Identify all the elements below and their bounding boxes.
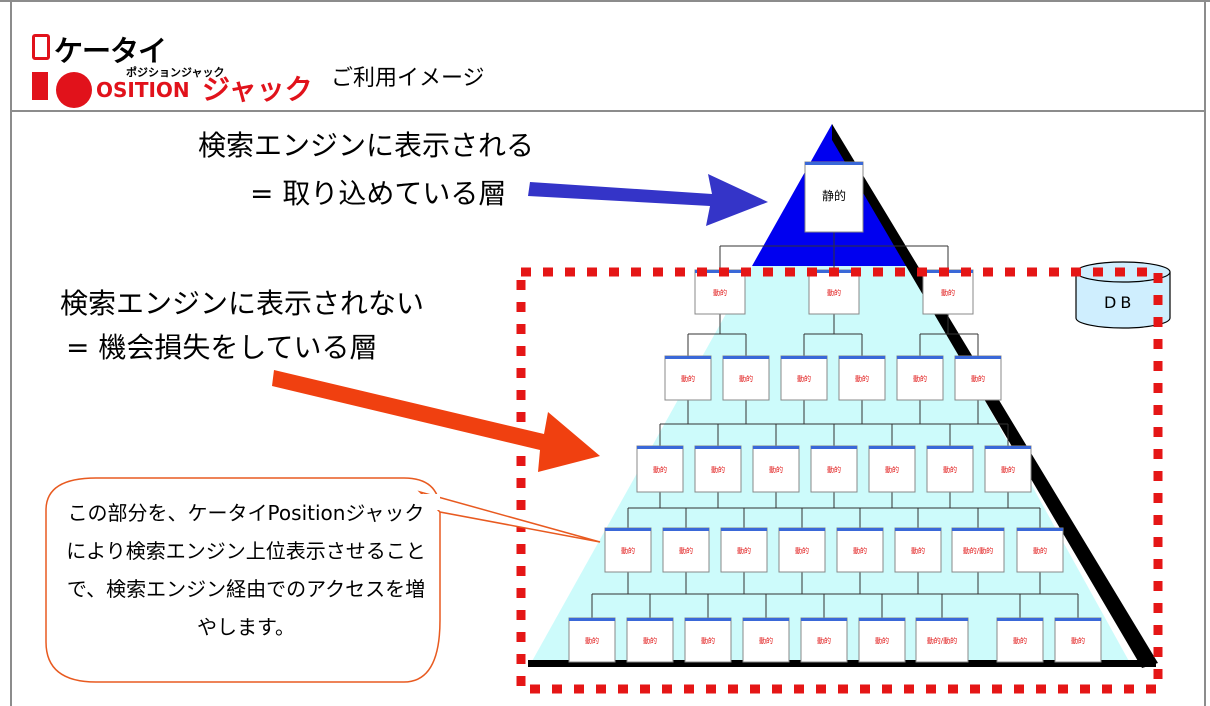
brand-name-line2: OSITION [96, 78, 190, 102]
not-indexed-layer-label: 検索エンジンに表示されない [60, 287, 425, 320]
dynamic-page-box-label: 動的 [971, 374, 985, 383]
dynamic-page-box: 動的/動的 [951, 527, 1005, 573]
dynamic-page-box: 動的 [800, 617, 848, 663]
callout-pointer-mask [421, 494, 440, 510]
brand-name-small: ポジションジャック [126, 66, 225, 79]
blue-arrow [528, 174, 768, 226]
dynamic-page-box: 動的 [604, 527, 652, 573]
dynamic-page-box-label: 動的 [1013, 636, 1027, 645]
dynamic-page-box-label: 動的 [885, 465, 899, 474]
dynamic-page-box: 動的/動的 [915, 617, 969, 663]
dynamic-page-box: 動的 [996, 617, 1044, 663]
dynamic-page-box: 動的 [1016, 527, 1064, 573]
static-page-box: 静的 [804, 161, 864, 233]
db-cylinder: DB [1075, 261, 1171, 329]
dynamic-page-box-label: 動的 [795, 546, 809, 555]
dynamic-page-box-label: 動的 [643, 636, 657, 645]
dynamic-page-box: 動的 [896, 355, 944, 401]
dynamic-page-box-label: 動的 [679, 546, 693, 555]
brand-name-line3: ジャック [202, 73, 313, 106]
dynamic-page-box-label: 動的 [621, 546, 635, 555]
red-arrow [272, 370, 600, 472]
dynamic-page-box-label: 動的 [585, 636, 599, 645]
dynamic-page-box-label: 動的 [681, 374, 695, 383]
db-label: DB [1104, 293, 1135, 312]
dynamic-page-box-label: 動的 [941, 288, 955, 297]
dynamic-page-box-label: 動的 [817, 636, 831, 645]
brand-logo: ケータイ ポジションジャック OSITION ジャック [26, 28, 326, 108]
dynamic-page-box: 動的 [922, 269, 974, 315]
indexed-layer-sublabel: = 取り込めている層 [250, 177, 507, 210]
indexed-layer-label: 検索エンジンに表示される [198, 129, 535, 162]
dynamic-page-box-label: 動的 [653, 465, 667, 474]
page-boxes: 静的動的動的動的動的動的動的動的動的動的動的動的動的動的動的動的動的動的動的動的… [568, 161, 1102, 663]
dynamic-page-box: 動的 [694, 445, 742, 493]
dynamic-page-box: 動的 [1054, 617, 1102, 663]
dynamic-page-box-label: 動的 [913, 374, 927, 383]
pyramid-base-line [528, 660, 1156, 667]
dynamic-page-box: 動的 [954, 355, 1002, 401]
p-logo-icon [56, 72, 92, 108]
dynamic-page-box: 動的 [780, 355, 828, 401]
dynamic-page-box-label: 動的 [701, 636, 715, 645]
dynamic-page-box: 動的 [664, 355, 712, 401]
dynamic-page-box: 動的 [838, 355, 886, 401]
dynamic-page-box-label: 動的 [943, 465, 957, 474]
dynamic-page-box: 動的 [684, 617, 732, 663]
dynamic-page-box: 動的 [778, 527, 826, 573]
dynamic-page-box: 動的 [810, 445, 858, 493]
dynamic-page-box-label: 動的 [711, 465, 725, 474]
dynamic-page-box: 動的 [808, 269, 860, 315]
dynamic-page-box-label: 動的 [769, 465, 783, 474]
brand-name-line1: ケータイ [54, 34, 167, 68]
dynamic-page-box: 動的 [568, 617, 616, 663]
callout-pointer [417, 490, 601, 543]
frame-left-border [10, 0, 12, 706]
dynamic-page-box-label: 動的 [827, 288, 841, 297]
phone-icon [32, 34, 50, 60]
dotted-frame [516, 267, 1163, 694]
dynamic-page-box-label: 動的 [739, 374, 753, 383]
dynamic-page-box-label: 動的 [713, 288, 727, 297]
page-title: ご利用イメージ [331, 66, 485, 91]
dynamic-page-box-label: 動的 [855, 374, 869, 383]
dynamic-page-box: 動的 [752, 445, 800, 493]
dynamic-page-box-label: 動的 [875, 636, 889, 645]
dynamic-page-box: 動的 [720, 527, 768, 573]
dynamic-page-box: 動的 [868, 445, 916, 493]
dynamic-page-box-label: 動的/動的 [963, 546, 993, 555]
frame-right-border [1204, 0, 1206, 706]
dynamic-page-box: 動的 [926, 445, 974, 493]
dynamic-page-box: 動的 [662, 527, 710, 573]
not-indexed-layer-sublabel: = 機会損失をしている層 [66, 331, 378, 364]
dynamic-page-box: 動的 [984, 445, 1032, 493]
dynamic-page-box: 動的 [694, 269, 746, 315]
dynamic-page-box-label: 動的 [827, 465, 841, 474]
dynamic-page-box-label: 動的 [759, 636, 773, 645]
dynamic-page-box: 動的 [722, 355, 770, 401]
dynamic-page-box: 動的 [626, 617, 674, 663]
header-divider [10, 110, 1206, 112]
tree-connectors [591, 232, 1079, 618]
dynamic-page-box: 動的 [742, 617, 790, 663]
dynamic-page-box-label: 動的 [911, 546, 925, 555]
static-page-box-label: 静的 [822, 188, 846, 203]
dynamic-page-box-label: 動的 [797, 374, 811, 383]
dynamic-page-box: 動的 [836, 527, 884, 573]
dynamic-page-box: 動的 [858, 617, 906, 663]
dynamic-page-box-label: 動的/動的 [927, 636, 957, 645]
frame-top-border [0, 0, 1210, 2]
dynamic-page-box: 動的 [894, 527, 942, 573]
keypad-icon [32, 72, 48, 100]
dynamic-page-box-label: 動的 [1033, 546, 1047, 555]
dynamic-page-box-label: 動的 [1071, 636, 1085, 645]
dynamic-page-box-label: 動的 [853, 546, 867, 555]
callout-text: この部分を、ケータイPositionジャックにより検索エンジン上位表示させること… [66, 501, 426, 639]
dynamic-page-box-label: 動的 [1001, 465, 1015, 474]
dynamic-page-box: 動的 [636, 445, 684, 493]
dynamic-page-box-label: 動的 [737, 546, 751, 555]
